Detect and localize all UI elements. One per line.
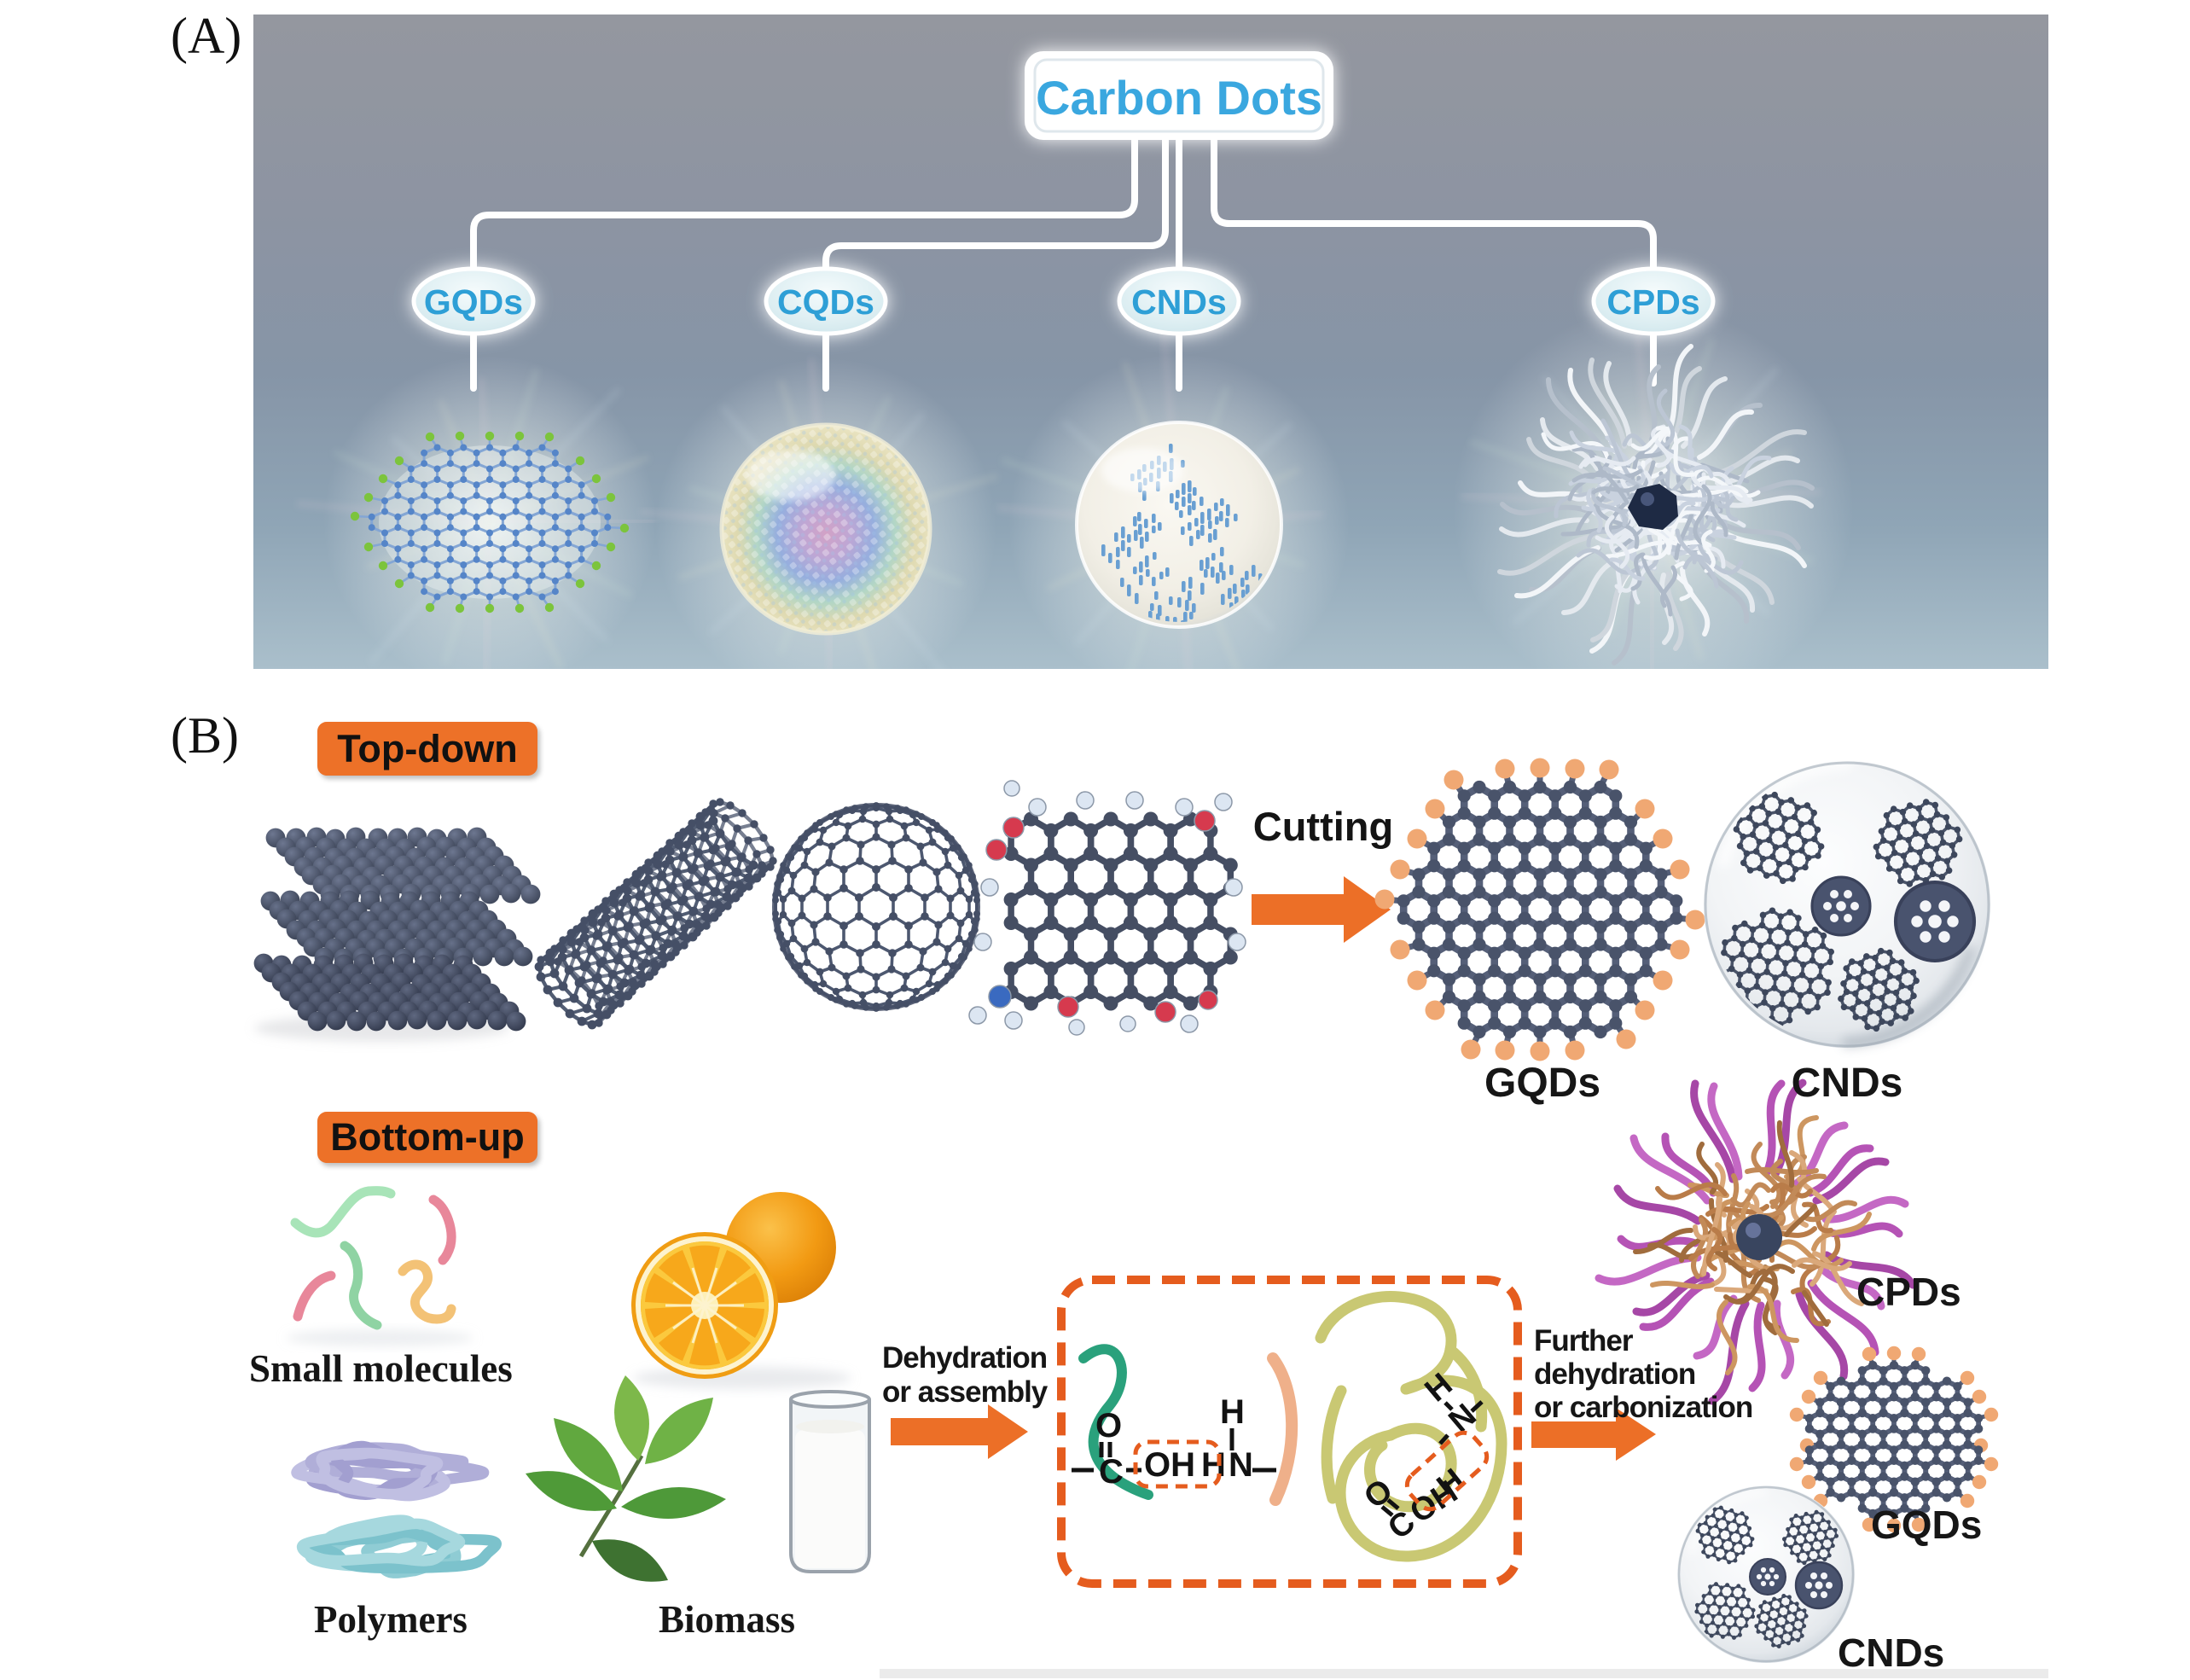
svg-text:CNDs: CNDs xyxy=(1131,282,1227,322)
svg-text:OH: OH xyxy=(1144,1446,1195,1484)
svg-text:CQDs: CQDs xyxy=(777,282,874,322)
svg-text:GQDs: GQDs xyxy=(424,282,523,322)
svg-text:Carbon Dots: Carbon Dots xyxy=(1036,71,1322,125)
svg-text:N: N xyxy=(1229,1446,1253,1484)
svg-text:CPDs: CPDs xyxy=(1606,282,1699,322)
svg-text:H: H xyxy=(1220,1393,1245,1431)
svg-text:O: O xyxy=(1095,1407,1122,1445)
svg-text:Cutting: Cutting xyxy=(1253,804,1393,849)
svg-text:H: H xyxy=(1201,1446,1226,1484)
svg-text:C: C xyxy=(1099,1453,1124,1491)
